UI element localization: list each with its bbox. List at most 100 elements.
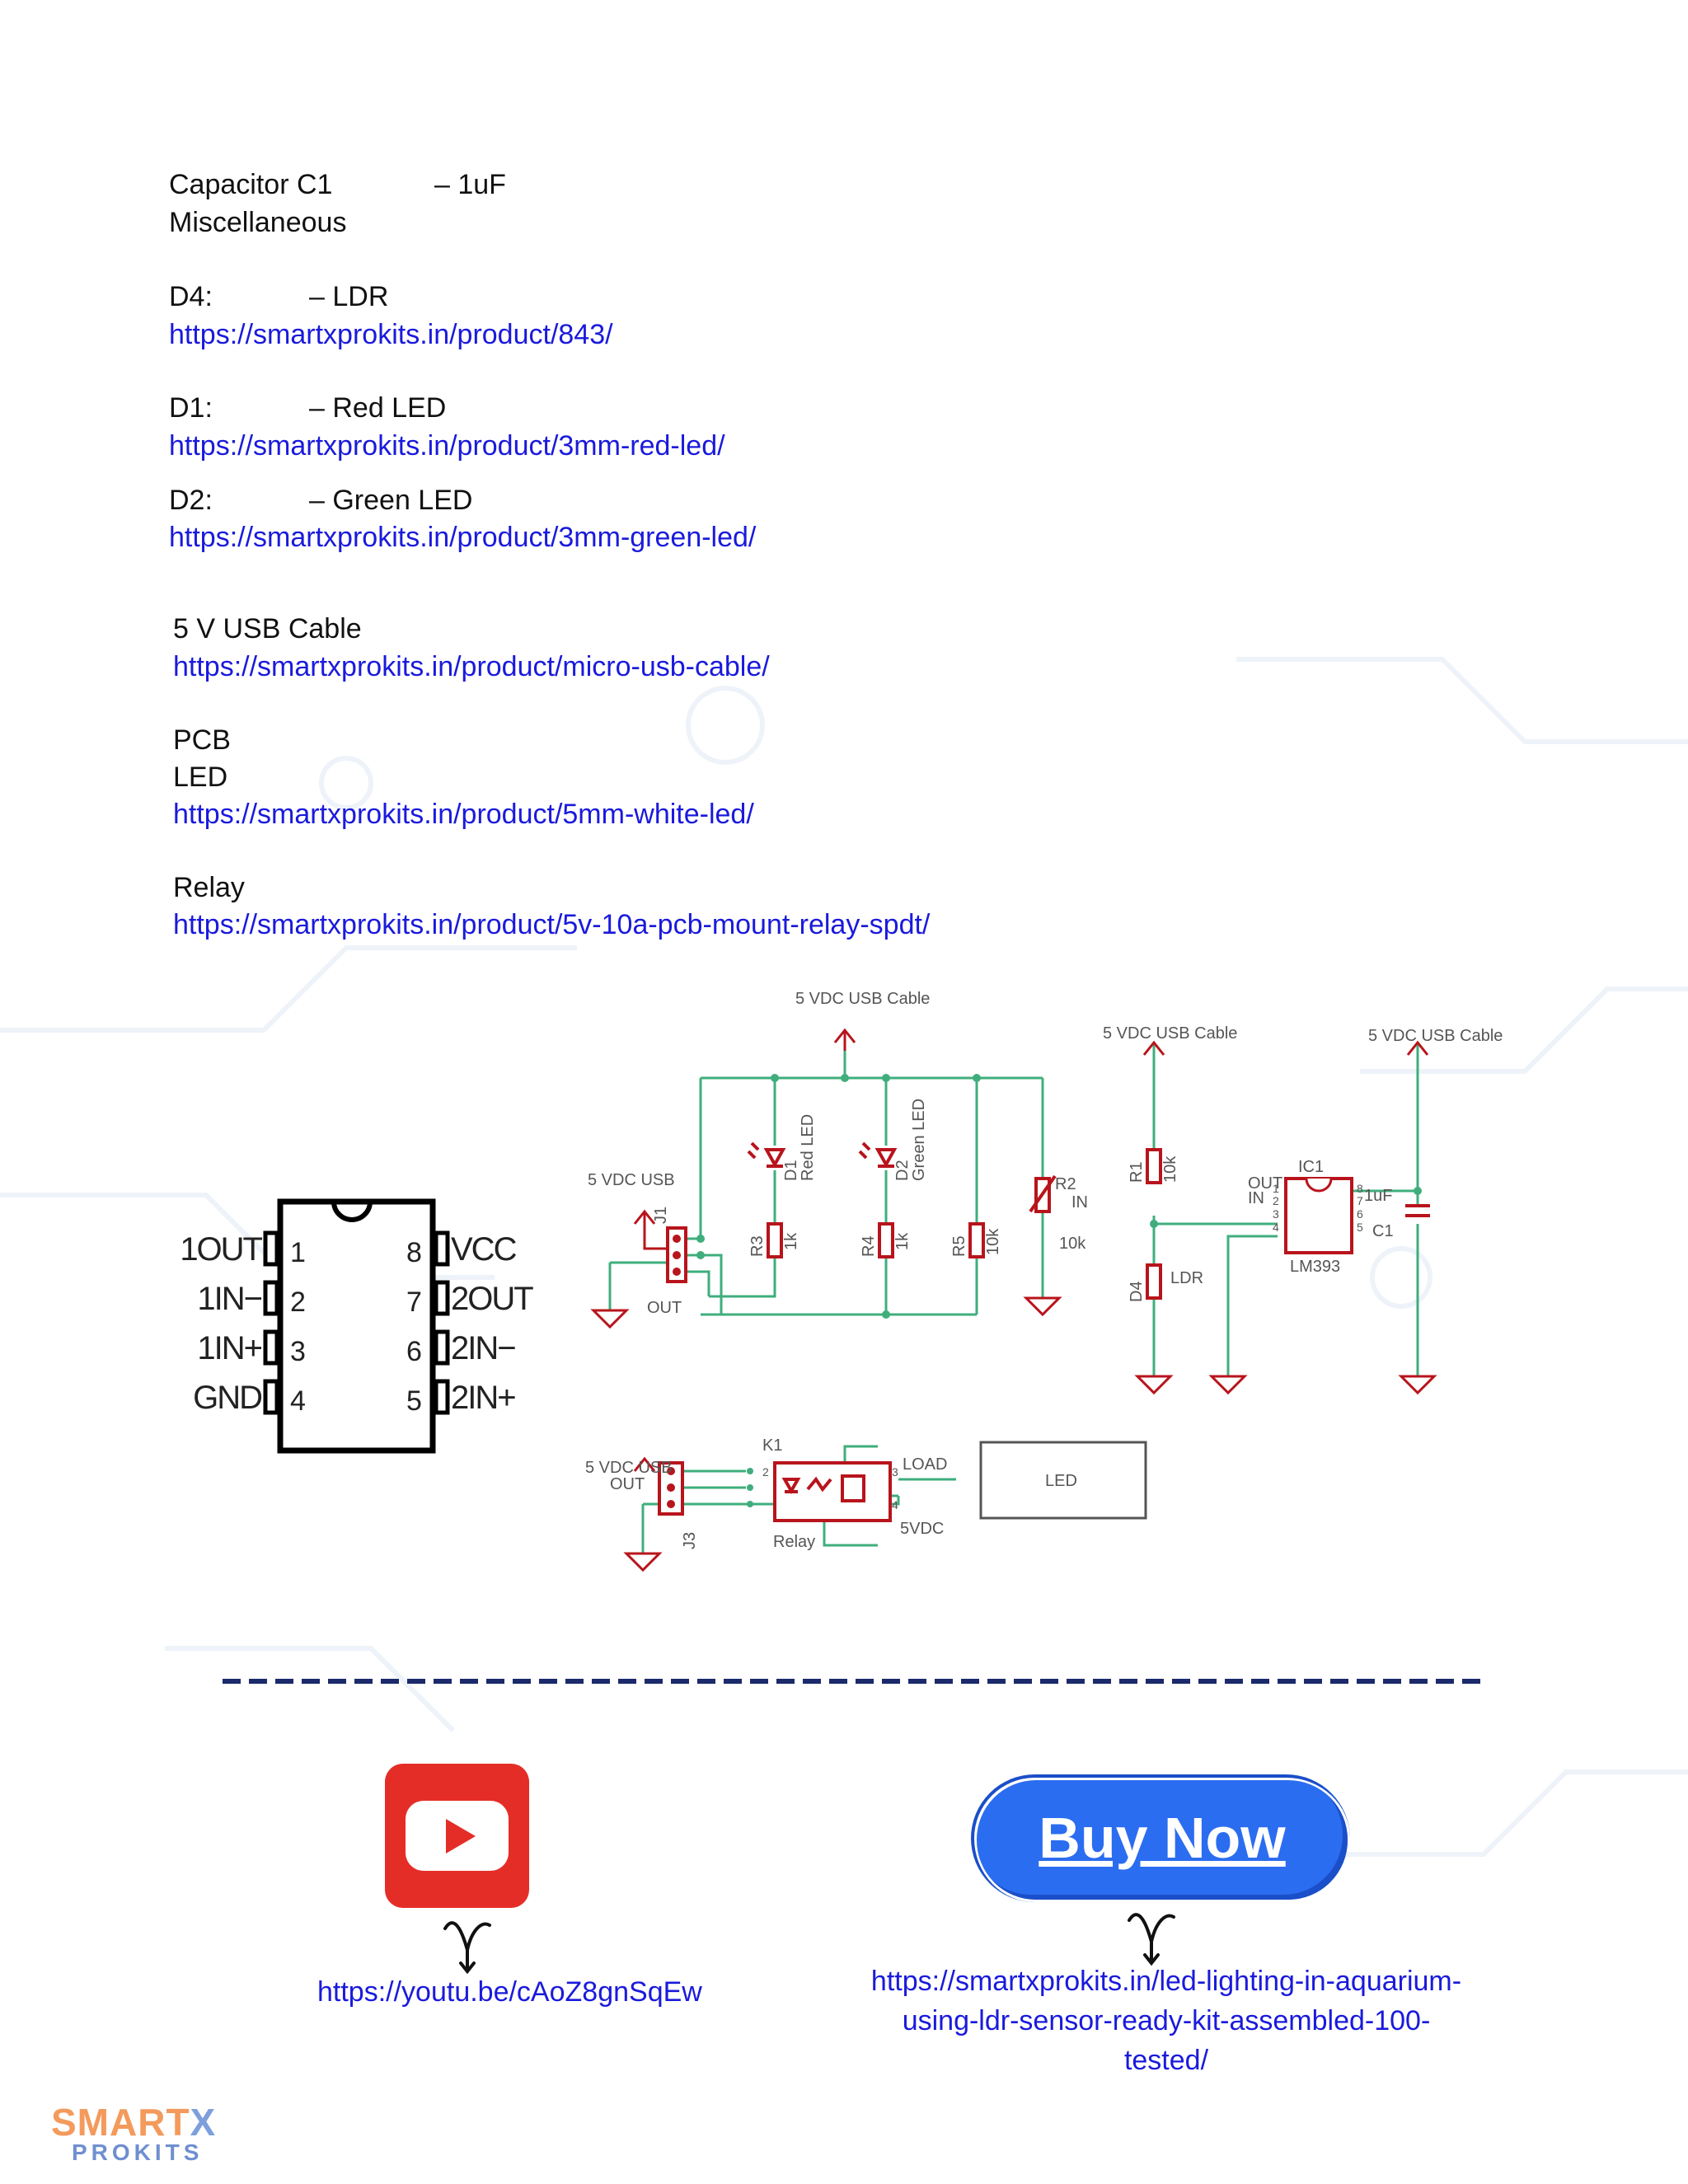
resistor-r1 <box>1146 1148 1162 1184</box>
d2-value: – Green LED <box>309 485 473 516</box>
curl-arrow-icon <box>1128 1913 1175 1966</box>
pin-2 <box>263 1280 279 1316</box>
pin-num-4: 4 <box>290 1385 306 1417</box>
pin-num-5: 5 <box>406 1385 422 1417</box>
youtube-link[interactable]: https://youtu.be/cAoZ8gnSqEw <box>317 1976 702 2008</box>
label-c1: C1 <box>1372 1222 1394 1240</box>
label-ic-in: IN <box>1248 1189 1264 1207</box>
pin-5 <box>434 1379 450 1415</box>
pin-3 <box>263 1329 279 1366</box>
label-c1-val: 1uF <box>1364 1187 1392 1205</box>
label-d2-name: Green LED <box>910 1099 928 1181</box>
ground-symbols <box>590 1296 1437 1572</box>
label-out-3: OUT <box>610 1475 645 1493</box>
wires <box>608 1034 1419 1554</box>
ic-pin-2: 2 <box>1273 1194 1279 1207</box>
label-r5-val: 10k <box>984 1228 1002 1255</box>
label-k1: K1 <box>762 1436 782 1455</box>
resistor-r4 <box>878 1222 894 1258</box>
pin-label-1in-plus: 1IN+ <box>197 1330 261 1366</box>
label-r5: R5 <box>950 1235 968 1257</box>
d1-link[interactable]: https://smartxprokits.in/product/3mm-red… <box>169 430 725 462</box>
label-d2: D2 <box>893 1160 912 1181</box>
youtube-icon[interactable] <box>385 1764 529 1908</box>
pin-7 <box>434 1280 450 1316</box>
label-5vdc: 5VDC <box>900 1520 944 1538</box>
junctions <box>696 1074 1422 1507</box>
buy-link[interactable]: https://smartxprokits.in/led-lighting-in… <box>849 1961 1484 2080</box>
lm393-pinout-diagram: 1OUT 1IN− 1IN+ GND 1 2 3 4 8 7 6 5 VCC 2… <box>180 1198 535 1454</box>
capacitor-value: – 1uF <box>434 169 506 200</box>
d2-link[interactable]: https://smartxprokits.in/product/3mm-gre… <box>169 522 757 553</box>
label-d4: D4 <box>1128 1281 1146 1302</box>
label-j3: J3 <box>681 1532 699 1549</box>
relay-k1 <box>773 1461 892 1522</box>
pin-6 <box>434 1329 450 1366</box>
label-ic-out: OUT <box>1248 1174 1282 1193</box>
relay-link[interactable]: https://smartxprokits.in/product/5v-10a-… <box>173 909 931 940</box>
pin-num-7: 7 <box>406 1286 422 1318</box>
d2-label: D2: <box>169 485 213 516</box>
miscellaneous-heading: Miscellaneous <box>169 207 347 238</box>
label-usb-cable-2: 5 VDC USB Cable <box>1103 1024 1237 1043</box>
logo-smart-text: SMART <box>51 2101 190 2144</box>
pin-num-8: 8 <box>406 1237 422 1268</box>
label-r1-val: 10k <box>1161 1155 1179 1183</box>
label-j1-usb: 5 VDC USB <box>588 1171 675 1189</box>
pin-label-2out: 2OUT <box>451 1281 533 1317</box>
label-r4: R4 <box>860 1235 878 1257</box>
pin-label-gnd: GND <box>193 1380 261 1416</box>
label-j1: J1 <box>652 1207 670 1224</box>
resistor-r5 <box>968 1222 985 1258</box>
chip-body <box>277 1198 436 1454</box>
buy-link-line-2: using-ldr-sensor-ready-kit-assembled-100… <box>902 2005 1431 2036</box>
buy-now-button[interactable]: Buy Now <box>977 1780 1348 1900</box>
label-usb-cable-3: 5 VDC USB Cable <box>1368 1027 1503 1045</box>
pin-4 <box>263 1379 279 1415</box>
buy-link-line-1: https://smartxprokits.in/led-lighting-in… <box>870 1966 1462 1997</box>
d4-link[interactable]: https://smartxprokits.in/product/843/ <box>169 319 613 350</box>
label-usb-cable-1: 5 VDC USB Cable <box>795 990 930 1008</box>
pin-label-vcc: VCC <box>451 1231 517 1268</box>
pin-label-1in-minus: 1IN− <box>197 1281 261 1317</box>
circuit-schematic: 5 VDC USB Cable 5 VDC USB Cable 5 VDC US… <box>585 990 1503 1572</box>
ic-pin-1: 1 <box>1273 1182 1279 1195</box>
buy-link-line-3: tested/ <box>1123 2045 1209 2076</box>
pin-1 <box>263 1230 279 1267</box>
relay-pin-4: 4 <box>892 1498 898 1511</box>
relay-pin-3: 3 <box>892 1465 898 1479</box>
curl-arrow-icon <box>443 1921 491 1975</box>
pin-label-1out: 1OUT <box>180 1231 262 1268</box>
resistor-r3 <box>767 1222 783 1258</box>
power-arrows <box>633 1028 1429 1472</box>
d1-label: D1: <box>169 392 213 424</box>
pcb-label: PCB <box>173 724 231 756</box>
d4-label: D4: <box>169 281 213 312</box>
ic-notch <box>1305 1178 1333 1193</box>
label-r2-in: IN <box>1071 1193 1088 1212</box>
led-label: LED <box>173 762 228 793</box>
pin-num-2: 2 <box>290 1286 306 1318</box>
label-lm393: LM393 <box>1290 1258 1340 1276</box>
ic-pin-3: 3 <box>1273 1207 1279 1221</box>
pin-label-2in-minus: 2IN− <box>451 1330 515 1366</box>
label-led-box: LED <box>1045 1472 1077 1490</box>
label-j3-usb: 5 VDC USB <box>585 1459 673 1477</box>
label-ic1: IC1 <box>1298 1158 1324 1176</box>
label-out-1: OUT <box>647 1299 682 1317</box>
usb-cable-label: 5 V USB Cable <box>173 613 362 644</box>
usb-cable-link[interactable]: https://smartxprokits.in/product/micro-u… <box>173 651 770 682</box>
pin-num-6: 6 <box>406 1336 422 1367</box>
label-r1: R1 <box>1128 1161 1146 1183</box>
pin-label-2in-plus: 2IN+ <box>451 1380 515 1416</box>
label-r3: R3 <box>748 1235 767 1257</box>
pin-num-3: 3 <box>290 1336 306 1367</box>
ic-pin-8: 8 <box>1357 1182 1363 1195</box>
led-link[interactable]: https://smartxprokits.in/product/5mm-whi… <box>173 799 754 830</box>
led-load-box <box>979 1441 1147 1520</box>
d1-value: – Red LED <box>309 392 447 424</box>
label-r2: R2 <box>1055 1175 1076 1193</box>
label-d1: D1 <box>782 1160 800 1181</box>
relay-pin-2: 2 <box>762 1465 769 1479</box>
